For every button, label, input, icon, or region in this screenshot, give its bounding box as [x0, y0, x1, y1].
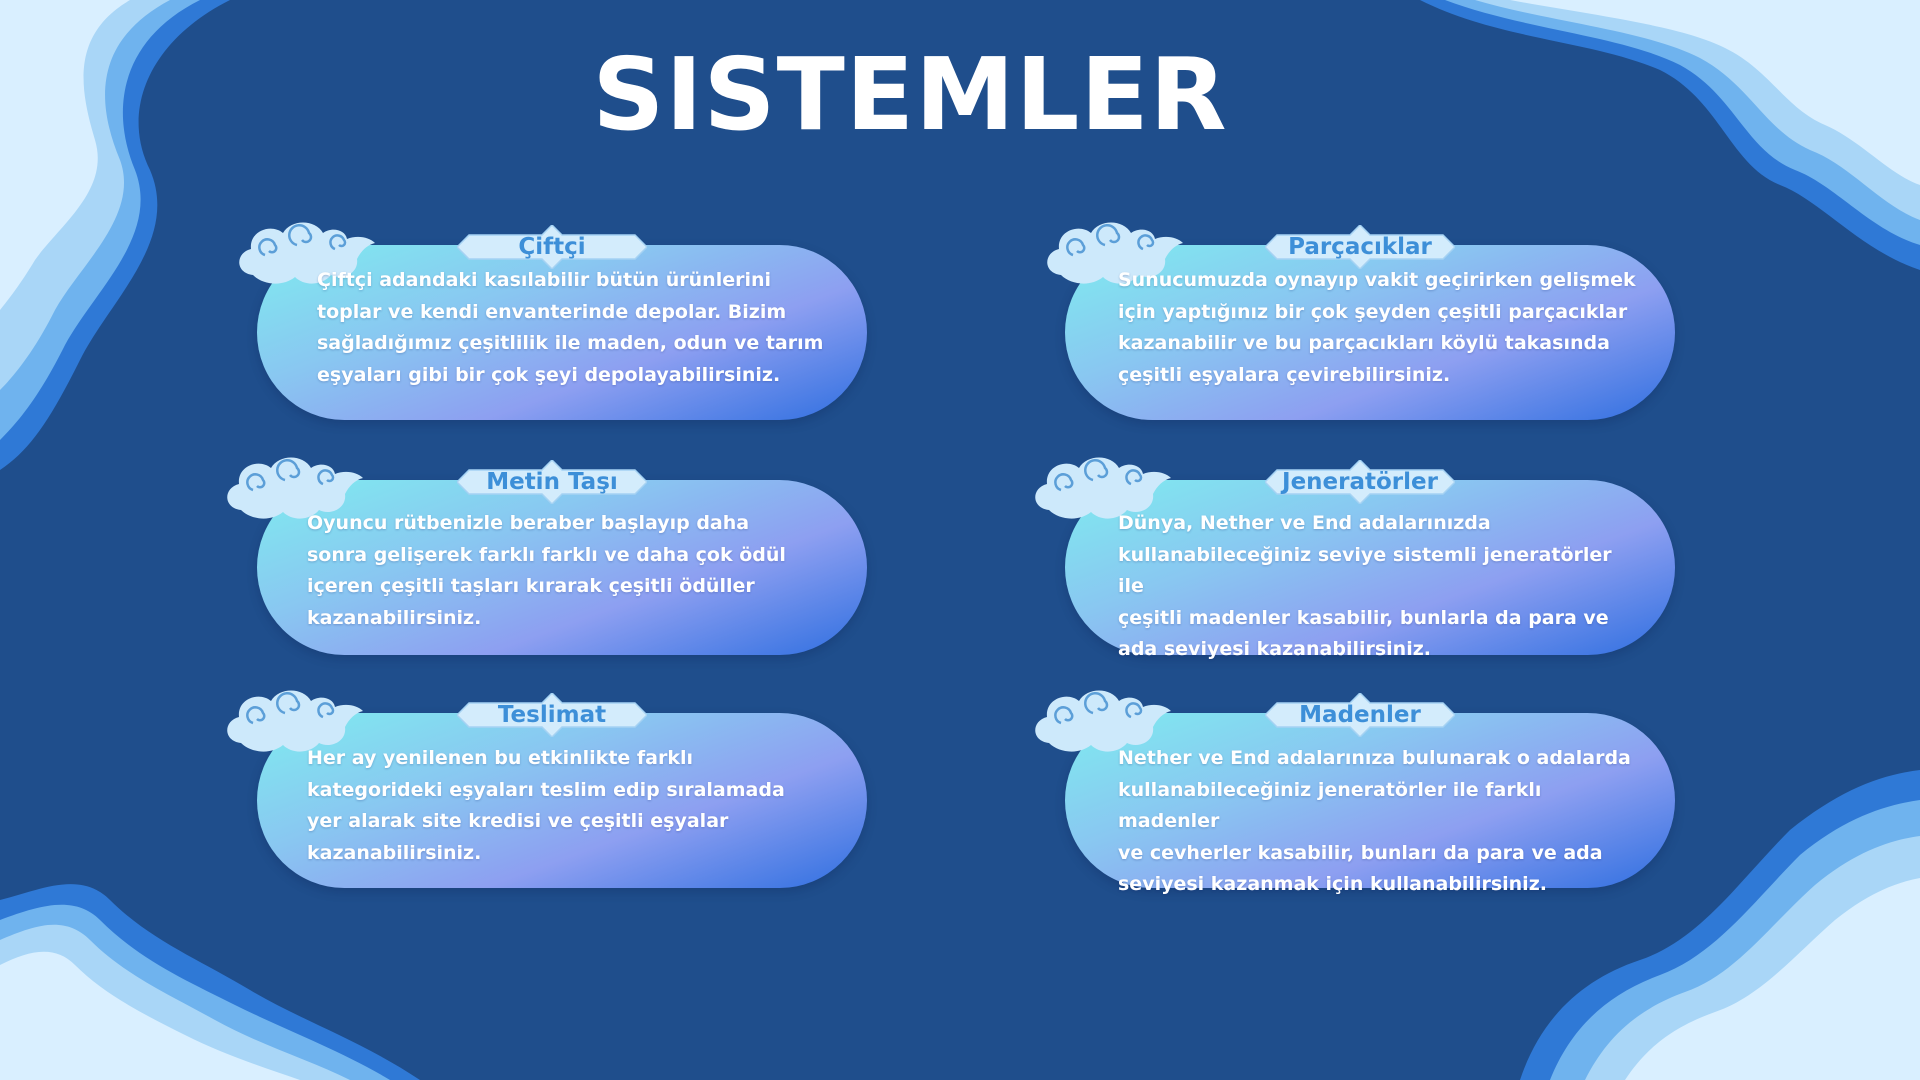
card-title: Çiftçi: [518, 234, 586, 260]
description-line: kazanabilir ve bu parçacıkları köylü tak…: [1118, 332, 1610, 354]
description-line: sonra gelişerek farklı farklı ve daha ço…: [307, 543, 786, 566]
card-title: Madenler: [1299, 702, 1421, 728]
card-title-tag: Jeneratörler: [1265, 460, 1455, 504]
card-ciftci: Çiftçi Çiftçi adandaki kasılabilir bütün…: [239, 222, 867, 460]
card-title: Jeneratörler: [1282, 469, 1438, 495]
card-title-tag: Metin Taşı: [457, 460, 647, 504]
description-line: sağladığımız çeşitlilik ile maden, odun …: [317, 332, 824, 354]
card-title-tag: Parçacıklar: [1265, 225, 1455, 269]
card-background: [1065, 713, 1675, 888]
card-description: Çiftçi adandaki kasılabilir bütün ürünle…: [317, 265, 837, 391]
card-metin-tasi: Metin Taşı Oyuncu rütbenizle beraber baş…: [227, 457, 867, 695]
description-line: eşyaları gibi bir çok şeyi depolayabilir…: [317, 363, 781, 386]
description-line: Nether ve End adalarınıza bulunarak o ad…: [1118, 747, 1631, 769]
card-title: Parçacıklar: [1288, 234, 1432, 260]
description-line: Sunucumuzda oynayıp vakit geçirirken gel…: [1118, 269, 1636, 291]
card-background: [257, 713, 867, 888]
card-description: Oyuncu rütbenizle beraber başlayıp daha …: [307, 508, 827, 634]
cloud-icon: [1035, 690, 1171, 752]
description-line: Her ay yenilenen bu etkinlikte farklı: [307, 747, 694, 769]
cloud-icon: [239, 222, 375, 284]
card-description: Sunucumuzda oynayıp vakit geçirirken gel…: [1118, 265, 1638, 391]
card-title-tag: Teslimat: [457, 693, 647, 737]
cloud-icon: [227, 457, 363, 519]
card-parcaciklar: Parçacıklar Sunucumuzda oynayıp vakit ge…: [1047, 222, 1675, 460]
description-line: kullanabileceğiniz seviye sistemli jener…: [1118, 543, 1612, 598]
description-line: ada seviyesi kazanabilirsiniz.: [1118, 638, 1431, 660]
card-jeneratorler: Jeneratörler Dünya, Nether ve End adalar…: [1035, 457, 1675, 695]
card-background: [257, 245, 867, 420]
description-line: çeşitli eşyalara çevirebilirsiniz.: [1118, 363, 1451, 386]
description-line: için yaptığınız bir çok şeyden çeşitli p…: [1118, 300, 1628, 323]
cloud-icon: [227, 690, 363, 752]
card-title-tag: Madenler: [1265, 693, 1455, 737]
card-background: [1065, 245, 1675, 420]
page-title: SISTEMLER: [592, 36, 1228, 153]
description-line: Dünya, Nether ve End adalarınızda: [1118, 512, 1491, 534]
description-line: içeren çeşitli taşları kırarak çeşitli ö…: [307, 575, 755, 597]
card-madenler: Madenler Nether ve End adalarınıza bulun…: [1035, 690, 1675, 928]
cloud-icon: [1047, 222, 1183, 284]
description-line: seviyesi kazanmak için kullanabilirsiniz…: [1118, 873, 1547, 895]
description-line: kazanabilirsiniz.: [307, 841, 482, 864]
card-title: Metin Taşı: [486, 469, 618, 495]
card-background: [257, 480, 867, 655]
description-line: çeşitli madenler kasabilir, bunlarla da …: [1118, 606, 1609, 629]
description-line: Oyuncu rütbenizle beraber başlayıp daha: [307, 512, 750, 534]
card-teslimat: Teslimat Her ay yenilenen bu etkinlikte …: [227, 690, 867, 928]
description-line: ve cevherler kasabilir, bunları da para …: [1118, 841, 1603, 864]
description-line: kazanabilirsiniz.: [307, 606, 482, 629]
card-background: [1065, 480, 1675, 655]
description-line: yer alarak site kredisi ve çeşitli eşyal…: [307, 810, 729, 832]
description-line: kullanabileceğiniz jeneratörler ile fark…: [1118, 778, 1542, 833]
card-description: Dünya, Nether ve End adalarınızda kullan…: [1118, 508, 1638, 666]
description-line: Çiftçi adandaki kasılabilir bütün ürünle…: [317, 269, 772, 291]
cloud-icon: [1035, 457, 1171, 519]
card-title: Teslimat: [497, 702, 607, 728]
card-title-tag: Çiftçi: [457, 225, 647, 269]
card-description: Nether ve End adalarınıza bulunarak o ad…: [1118, 743, 1638, 901]
description-line: kategorideki eşyaları teslim edip sırala…: [307, 778, 785, 801]
card-description: Her ay yenilenen bu etkinlikte farklı ka…: [307, 743, 827, 869]
description-line: toplar ve kendi envanterinde depolar. Bi…: [317, 300, 787, 323]
